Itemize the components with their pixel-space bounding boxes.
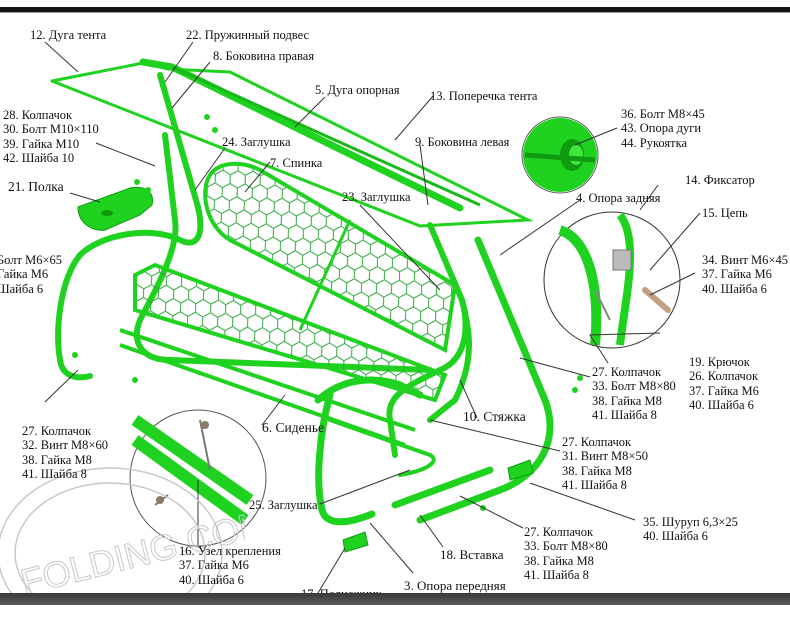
- backrest: [203, 161, 458, 354]
- footrest-rear: [507, 459, 534, 481]
- diagram-canvas: FOLDING.COM.UA 12. Дуга тента 22. Пружин…: [0, 13, 790, 593]
- detail-latch-hook: [543, 211, 681, 349]
- label-arc-detail: 36. Болт М8×45 43. Опора дуги 44. Рукоят…: [621, 107, 705, 150]
- front-leg-left: [57, 357, 93, 381]
- label-rear-support: 4. Опора задняя: [576, 191, 661, 205]
- side-frame-left: [386, 222, 472, 458]
- label-hook-group: 19. Крючок 26. Колпачок 37. Гайка М6 40.…: [689, 355, 759, 412]
- label-latch: 14. Фиксатор: [685, 173, 755, 187]
- label-support-arc: 5. Дуга опорная: [315, 83, 400, 97]
- label-front-support: 3. Опора передняя: [404, 578, 506, 593]
- rear-support: [416, 236, 554, 524]
- footrest-front: [342, 531, 369, 553]
- insert: [391, 466, 494, 509]
- label-backrest: 7. Спинка: [270, 156, 323, 170]
- shelf: [77, 186, 154, 231]
- label-awning-crossbar: 13. Поперечка тента: [430, 89, 538, 103]
- label-spring-hanger: 22. Пружинный подвес: [186, 28, 310, 42]
- seat: [119, 262, 448, 447]
- label-side-left: 9. Боковина левая: [415, 135, 510, 149]
- label-plug-23: 23. Заглушка: [342, 190, 411, 204]
- label-screw-group-left-low: 27. Колпачок 32. Винт М8×60 38. Гайка М8…: [22, 424, 108, 481]
- label-footrest: 17. Подножник: [301, 587, 382, 593]
- label-seat: 6. Сиденье: [262, 420, 324, 435]
- label-bolt-group-left-mid: Болт М6×65 Гайка М6 Шайба 6: [0, 253, 63, 296]
- top-window-bar: [0, 7, 790, 12]
- tie-bar: [328, 418, 436, 477]
- label-bolt-group-bottom: 27. Колпачок 33. Болт М8×80 38. Гайка М8…: [524, 525, 608, 582]
- label-screw-group-right-low: 27. Колпачок 31. Винт М8×50 38. Гайка М8…: [562, 435, 648, 492]
- label-mount-node: 16. Узел крепления 37. Гайка М6 40. Шайб…: [179, 544, 281, 587]
- label-bolt-group-top-left: 28. Колпачок 30. Болт М10×110 39. Гайка …: [3, 108, 99, 165]
- label-shelf: 21. Полка: [8, 179, 64, 194]
- label-chain: 15. Цепь: [702, 206, 748, 220]
- detail-arc-support: [521, 116, 599, 194]
- label-self-tapping: 35. Шуруп 6,3×25 40. Шайба 6: [643, 515, 738, 544]
- label-plug-24: 24. Заглушка: [222, 135, 291, 149]
- top-bar-shadow: [0, 12, 790, 13]
- label-side-right: 8. Боковина правая: [213, 49, 315, 63]
- front-support: [314, 376, 424, 526]
- label-insert: 18. Вставка: [440, 547, 504, 562]
- label-screw-group-right: 34. Винт М6×45 37. Гайка М6 40. Шайба 6: [702, 253, 788, 296]
- hardware-parts: [72, 114, 583, 511]
- bottom-window-bar: [0, 593, 790, 605]
- label-awning-arc: 12. Дуга тента: [30, 28, 107, 42]
- swing-assembly-drawing: [44, 41, 701, 593]
- awning-crossbar: [171, 65, 481, 207]
- label-bolt-group-mid-right: 27. Колпачок 33. Болт М8×80 38. Гайка М8…: [592, 365, 676, 422]
- label-tie-bar: 10. Стяжка: [463, 409, 526, 424]
- label-plug-25: 25. Заглушка: [249, 498, 318, 512]
